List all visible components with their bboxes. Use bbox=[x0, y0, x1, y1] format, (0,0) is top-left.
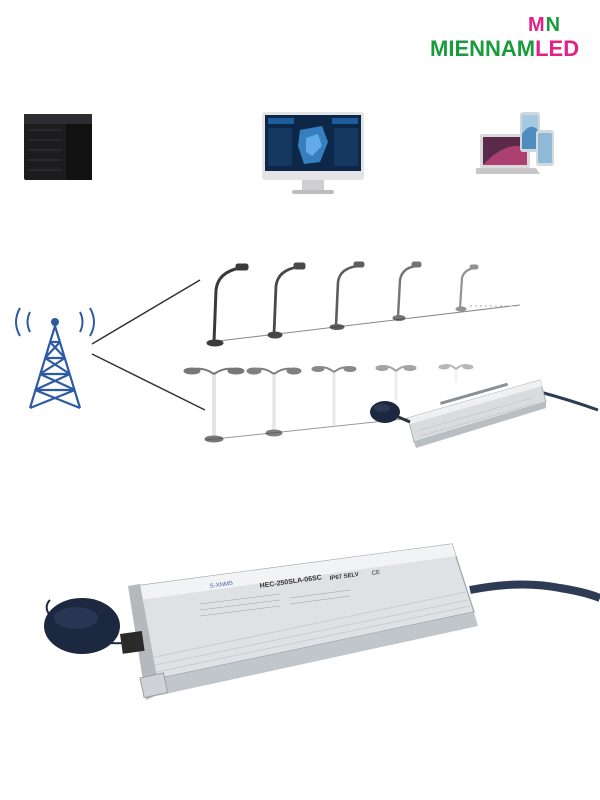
brand-logo: MN MIENNAMLED bbox=[430, 14, 596, 64]
server-icon bbox=[24, 114, 92, 180]
street-light-icon bbox=[183, 367, 245, 443]
logo-brand-part2: LED bbox=[535, 36, 580, 61]
street-light-row-bottom bbox=[183, 364, 474, 443]
led-driver-small bbox=[370, 379, 599, 448]
street-light-icon bbox=[206, 263, 249, 347]
cell-tower-icon bbox=[15, 307, 95, 410]
street-light-icon bbox=[375, 365, 417, 400]
street-light-row-top bbox=[206, 261, 479, 347]
street-light-icon bbox=[329, 261, 365, 330]
sensor-icon bbox=[44, 598, 120, 654]
led-driver-large: S-XNMS HEC-250SLA-06SC IP67 SELV CE bbox=[44, 543, 600, 700]
logo-brand-part1: MIENNAM bbox=[430, 36, 536, 61]
driver-marks: CE bbox=[371, 570, 380, 577]
street-light-icon bbox=[246, 367, 302, 437]
street-light-icon bbox=[311, 366, 357, 425]
logo-mark: MN bbox=[528, 14, 562, 36]
logo-wordmark: MIENNAMLED bbox=[430, 36, 579, 62]
street-light-icon bbox=[455, 264, 479, 312]
network-scene bbox=[15, 261, 599, 448]
monitor-icon bbox=[262, 112, 364, 194]
street-light-icon bbox=[438, 364, 474, 382]
driver-rating: IP67 SELV bbox=[329, 572, 359, 582]
driver-brand: S-XNMS bbox=[209, 581, 233, 590]
street-light-icon bbox=[392, 261, 422, 321]
street-light-icon bbox=[267, 262, 306, 339]
laptop-icon bbox=[476, 112, 554, 174]
